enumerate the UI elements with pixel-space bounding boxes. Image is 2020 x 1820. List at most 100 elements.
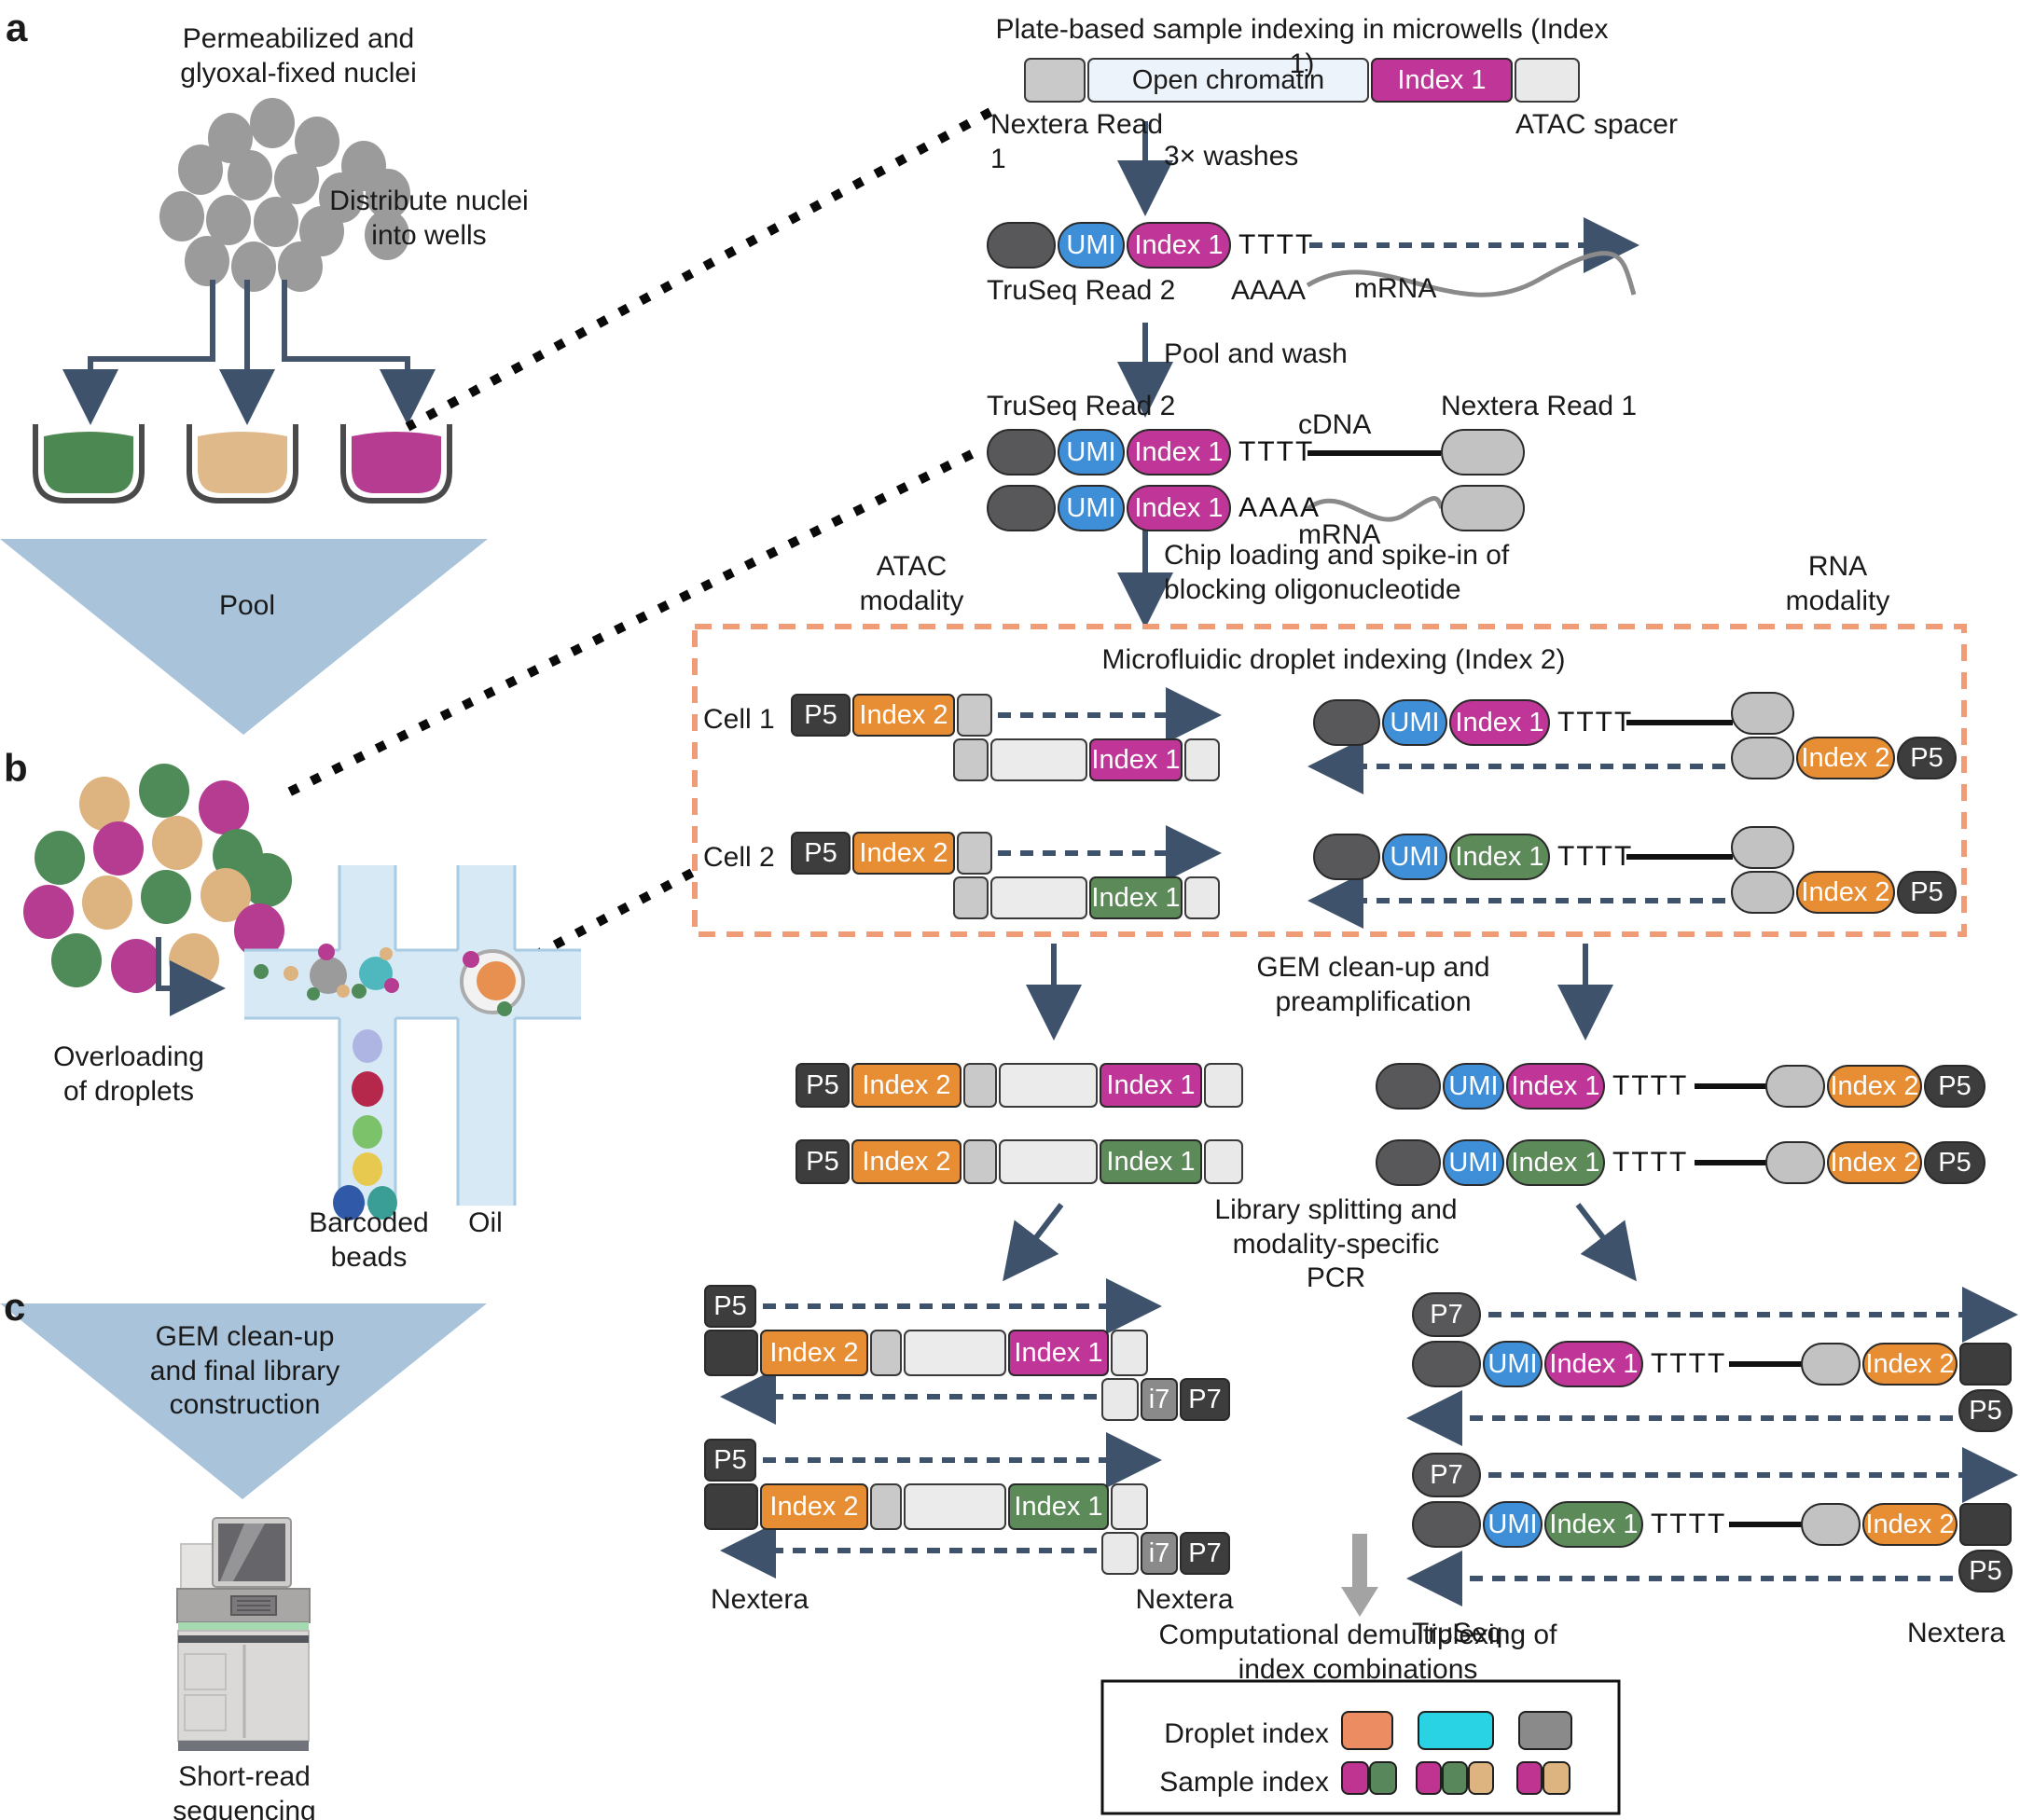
cell2-bottom-seg-1-genome	[990, 876, 1087, 919]
gem-funnel	[0, 1303, 487, 1499]
panel-a: a	[6, 6, 28, 49]
cdna-connectors	[1307, 450, 1803, 1527]
droplet-index-label: Droplet index	[1164, 1718, 1329, 1749]
pool-row2-seg-3-labelseg: AAAA	[1238, 492, 1321, 523]
gem-atac2-seg-1-idx2: Index 2	[851, 1139, 962, 1184]
pool-row1-seg-2-idx1m: Index 1	[1127, 429, 1231, 476]
lib-rna1-p7-seg-0-readpill: P7	[1412, 1292, 1481, 1337]
well-tan	[198, 432, 287, 493]
gem-rna2-seg-3-labelseg: TTTT	[1612, 1147, 1689, 1178]
pool-row1-end	[1441, 429, 1527, 476]
nextera-rna-label: Nextera	[1906, 1618, 2005, 1648]
gem-rna2-seg-1-umi: UMI	[1443, 1139, 1504, 1186]
workflow-arrows	[1003, 121, 1637, 1282]
gem-rna2-seg-0-readpill	[1376, 1139, 1441, 1186]
cell2-top-seg-2-spacer	[957, 832, 992, 875]
lib-rna2-main-seg-3-labelseg: TTTT	[1651, 1509, 1727, 1539]
box-rna2-right-seg-2-dark: P5	[1897, 871, 1957, 914]
lib-rna2-right-seg-0-graypill	[1801, 1503, 1861, 1546]
rna-capture-seg-3-labelseg: TTTT	[1238, 229, 1315, 260]
rna-capture-seg-0-readpill	[987, 222, 1056, 269]
legend-sample-2-seg-1-sw	[1442, 1761, 1468, 1795]
gem-rna1-seg-0-readpill	[1376, 1063, 1441, 1110]
permeabilized-title: Permeabilized and glyoxal-fixed nuclei	[180, 23, 417, 89]
box-rna2-right-seg-0-graypill	[1731, 871, 1794, 914]
rna-modality-label: RNA modality	[1785, 551, 1890, 616]
plate-bar-seg-2-idx1m: Index 1	[1371, 58, 1513, 103]
plate-bar-seg-1-open: Open chromatin	[1087, 58, 1369, 103]
lib-atac2-tail-seg-1-i7: i7	[1141, 1532, 1178, 1575]
gem-rna1-right-seg-1-idx2: Index 2	[1827, 1065, 1922, 1108]
box-rna1-right-seg-0-graypill	[1731, 737, 1794, 779]
sample-index-label: Sample index	[1159, 1767, 1329, 1798]
lib-rna2-right-seg-2-dark	[1959, 1503, 2012, 1546]
truseq-read2-b-label: TruSeq Read 2	[987, 391, 1176, 421]
legend-droplet-2	[1418, 1711, 1494, 1750]
droplet-bead-orange	[477, 961, 516, 1000]
cluster-to-chip-arrow	[156, 937, 226, 1016]
well-green	[44, 432, 133, 493]
nextera-read1-top-label: Nextera Read 1	[990, 109, 1164, 174]
box-rna1-seg-1-umi: UMI	[1382, 699, 1447, 746]
lib-rna2-main-seg-1-umi: UMI	[1483, 1501, 1543, 1548]
legend-droplet-3	[1518, 1711, 1572, 1750]
legend-sample-1-seg-0-sw	[1341, 1761, 1369, 1795]
nextera-atac-right-label: Nextera	[1135, 1584, 1234, 1615]
plate-bar-seg-3-lightspacer	[1515, 58, 1580, 103]
gem-rna1-right-seg-2-dark: P5	[1924, 1065, 1985, 1108]
lib-atac1-main-seg-4-idx1m: Index 1	[1008, 1330, 1109, 1376]
box-rna2-right-seg-1-idx2: Index 2	[1796, 871, 1895, 914]
lib-rna1-right-seg-2-dark	[1959, 1343, 2012, 1386]
gem-atac1-seg-5-lightspacer	[1204, 1063, 1243, 1108]
lib-rna2-p7: P7	[1412, 1453, 1483, 1497]
legend-sample-3	[1516, 1761, 1570, 1795]
pool-funnel	[0, 539, 488, 735]
lib-rna1-right-seg-0-graypill	[1801, 1343, 1861, 1386]
lib-rna1-right: Index 2	[1801, 1343, 2013, 1386]
cell1-bottom-seg-2-idx1m: Index 1	[1089, 738, 1183, 781]
lib-atac1-tail-seg-2-dark: P7	[1180, 1378, 1230, 1421]
lib-rna1-main-seg-0-readpill	[1412, 1341, 1481, 1387]
lib-atac1-main-seg-5-lightspacer	[1111, 1330, 1148, 1376]
legend-sample-1	[1341, 1761, 1397, 1795]
lib-rna2-right: Index 2	[1801, 1503, 2013, 1546]
gem-atac1-seg-1-idx2: Index 2	[851, 1063, 962, 1108]
lib-atac2-main-seg-5-lightspacer	[1111, 1483, 1148, 1530]
gem-rna1-seg-1-umi: UMI	[1443, 1063, 1504, 1110]
channel-contents	[254, 944, 525, 1220]
oil-label: Oil	[468, 1207, 503, 1238]
sample-wells	[33, 424, 452, 503]
gem-atac1-seg-2-spacer	[963, 1063, 997, 1108]
droplet-indexing-box	[692, 624, 1967, 937]
gem-rna2-seg-2-idx1g: Index 1	[1506, 1139, 1605, 1186]
cell2-bottom: Index 1	[953, 876, 1222, 919]
lib-atac1-main-seg-3-genome	[904, 1330, 1006, 1376]
box-rna2-graytop	[1731, 826, 1796, 869]
lib-rna2-main-seg-0-readpill	[1412, 1501, 1481, 1548]
gem-rna1-seg-3-labelseg: TTTT	[1612, 1070, 1689, 1101]
lib-rna1-main-seg-1-umi: UMI	[1483, 1341, 1543, 1387]
lib-rna2-p5: P5	[1958, 1550, 2014, 1592]
cell1-bottom-seg-0-spacer	[953, 738, 989, 781]
gem-rna2-right-seg-1-idx2: Index 2	[1827, 1141, 1922, 1184]
cell2-top-seg-1-idx2: Index 2	[852, 832, 955, 875]
read-direction-arrows	[720, 217, 2018, 1606]
gem-atac2-seg-0-dark: P5	[796, 1139, 850, 1184]
pool-row1-seg-0-readpill	[987, 429, 1056, 476]
plate-bar-seg-0-spacer	[1024, 58, 1086, 103]
cdna-label: cDNA	[1298, 409, 1372, 440]
gem-rna2-right-seg-2-dark: P5	[1924, 1141, 1985, 1184]
cell2-bottom-seg-2-idx1g: Index 1	[1089, 876, 1183, 919]
box-rna2-seg-2-idx1g: Index 1	[1449, 834, 1550, 880]
lib-rna2-p5-seg-0-dark: P5	[1958, 1550, 2013, 1592]
legend-sample-2-seg-2-sw	[1468, 1761, 1494, 1795]
pool-row2-end-seg-0-graypill	[1441, 485, 1525, 531]
lib-atac1-tail-seg-1-i7: i7	[1141, 1378, 1178, 1421]
